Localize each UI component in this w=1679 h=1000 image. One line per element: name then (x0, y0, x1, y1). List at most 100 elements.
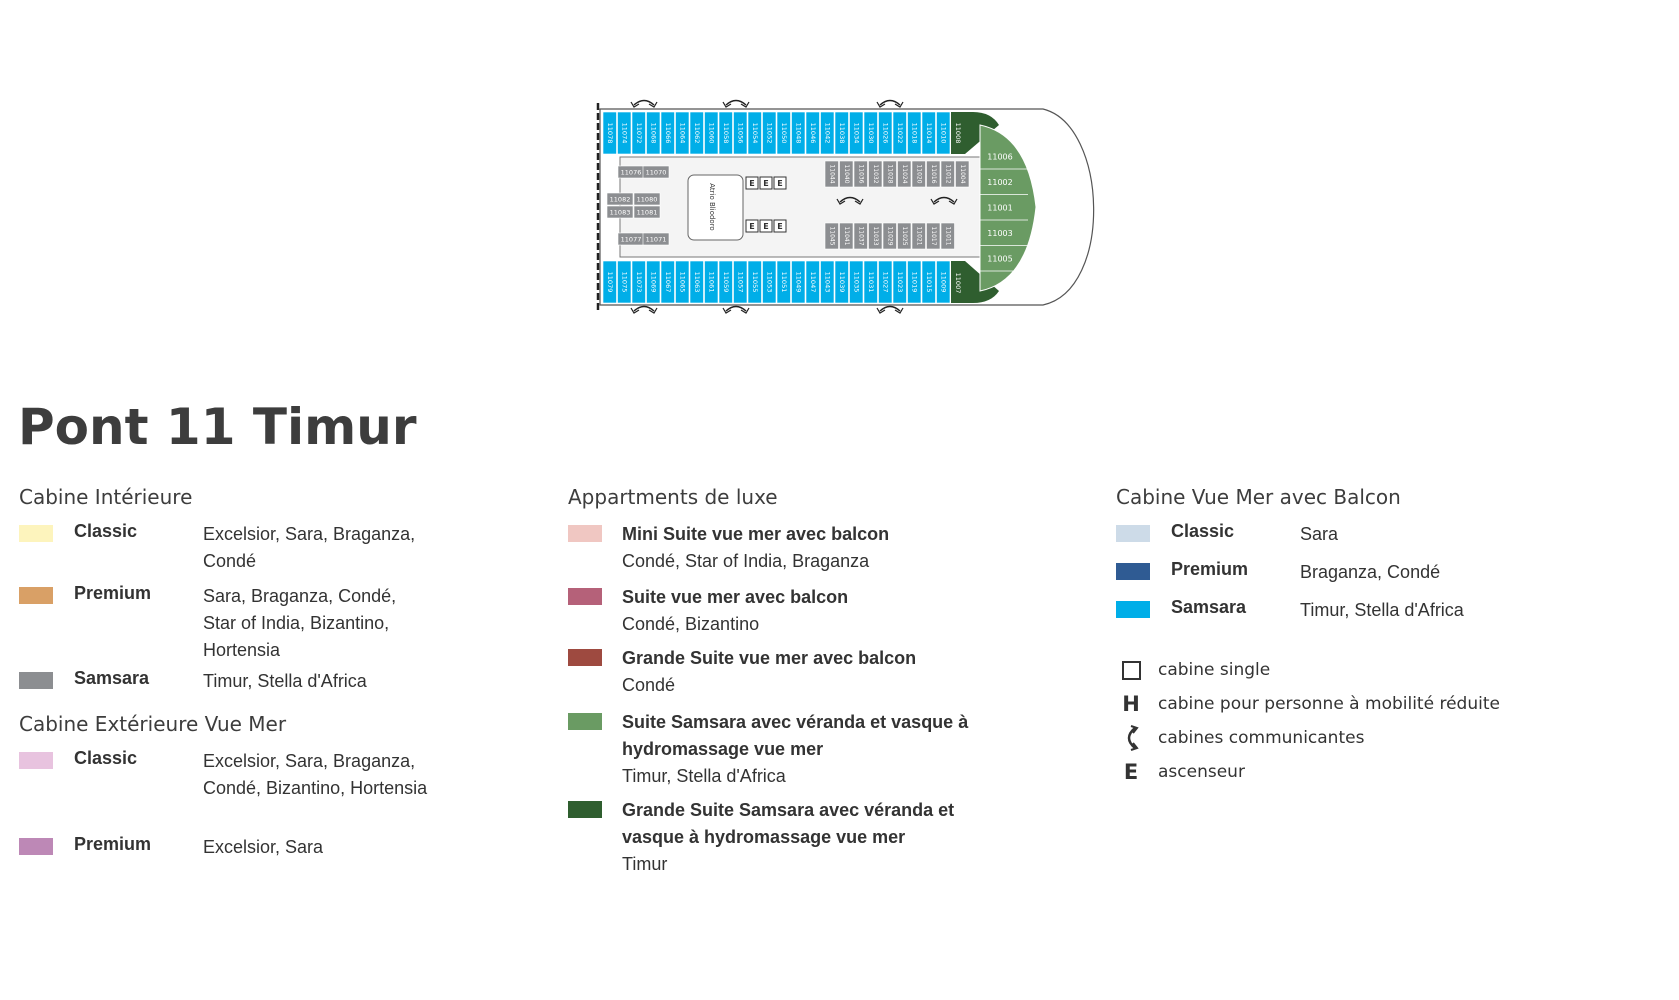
connecting-arrow-icon (839, 196, 861, 203)
cabin (606, 192, 634, 206)
suite-name: Grande Suite Samsara avec véranda et vas… (622, 800, 955, 847)
cabin (839, 160, 854, 188)
ship-list: Braganza, Condé (1300, 562, 1441, 582)
arrow-head (930, 198, 940, 205)
cabin (633, 192, 661, 206)
cabin-number: 11046 (809, 123, 817, 144)
arrow-head (854, 198, 864, 205)
corner-suite (951, 261, 999, 303)
arrow-head (740, 307, 750, 314)
page-title: Pont 11 Timur (18, 398, 417, 456)
cabin-number: 11029 (886, 226, 893, 245)
cabin (675, 111, 690, 155)
cabin (660, 260, 675, 304)
color-swatch (568, 713, 602, 730)
color-swatch (19, 752, 53, 769)
cabin (617, 111, 632, 155)
cabin (762, 111, 777, 155)
color-swatch (568, 801, 602, 818)
cabin (718, 260, 733, 304)
cabin-number: 11001 (987, 204, 1012, 213)
cabin-number: 11063 (693, 272, 701, 293)
cabin-number: 11031 (867, 272, 875, 293)
suite-label: Grande Suite Samsara avec véranda et vas… (622, 797, 1002, 878)
cabin-number: 11062 (693, 123, 701, 144)
exterior-section-title: Cabine Extérieure Vue Mer (19, 712, 287, 736)
ship-list: Timur, Stella d'Africa (622, 766, 786, 786)
cabin-number: 11060 (707, 123, 715, 144)
cabin-number: 11072 (635, 123, 643, 144)
cabin-class-label: Premium (74, 583, 152, 603)
elevator-icon: E (763, 222, 768, 231)
cabin (853, 160, 868, 188)
cabin (805, 111, 820, 155)
connecting-arrow-icon (725, 305, 747, 312)
cabin (824, 222, 839, 250)
elevator-icon: E (749, 222, 754, 231)
cabin-number: 11038 (838, 123, 846, 144)
cabin (892, 260, 907, 304)
cabin (892, 111, 907, 155)
color-swatch (19, 672, 53, 689)
cabin-number: 11017 (930, 226, 937, 245)
cabin-class-label: Classic (74, 748, 138, 768)
cabin-number: 11030 (867, 123, 875, 144)
cabin (602, 260, 617, 304)
cabin-class-label: Samsara (74, 668, 150, 688)
hull-outline (596, 103, 1095, 310)
cabin (868, 160, 883, 188)
cabin-number: 11073 (635, 272, 643, 293)
cabin-class-label: Premium (1171, 559, 1249, 579)
connecting-arrow-icon (633, 305, 655, 312)
cabin (631, 260, 646, 304)
suite-name: Suite Samsara avec véranda et vasque à h… (622, 712, 969, 759)
cabin-number: 11083 (610, 209, 631, 217)
cabin-number: 11021 (915, 226, 922, 245)
cabin (849, 260, 864, 304)
cabin-number: 11057 (736, 272, 744, 293)
cabin (921, 111, 936, 155)
cabin (704, 260, 719, 304)
cabin (897, 222, 912, 250)
cabin (911, 222, 926, 250)
cabin-number: 11025 (901, 226, 908, 245)
cabin (642, 165, 670, 179)
cabin-number: 11053 (765, 272, 773, 293)
cabin (863, 260, 878, 304)
legend-row: Classic Excelsior, Sara, Braganza, Condé,… (19, 748, 519, 834)
cabin (689, 260, 704, 304)
cabin-number: 11078 (606, 123, 614, 144)
symbol-description: cabines communicantes (1158, 728, 1365, 748)
cabin (776, 111, 791, 155)
cabin-number: 11003 (987, 229, 1012, 238)
cabin (642, 232, 670, 246)
cabin-number: 11082 (610, 196, 631, 204)
cabin (633, 205, 661, 219)
arrow-head (876, 307, 886, 314)
cabin-number: 11079 (606, 272, 614, 293)
cabin-number: 11037 (857, 226, 864, 245)
cabin (849, 111, 864, 155)
cabin-number: 11067 (664, 272, 672, 293)
ship-list: Excelsior, Sara, Braganza, Condé, Bizant… (203, 751, 428, 798)
cabin-number: 11034 (852, 123, 860, 144)
arrow-head (894, 307, 904, 314)
cabin-number: 11012 (944, 164, 951, 183)
cabin-number: 11015 (925, 272, 933, 293)
cabin-number: 11024 (901, 164, 908, 183)
cabin-number: 11080 (637, 196, 658, 204)
elevator-box (773, 176, 787, 190)
arrow-head (836, 198, 846, 205)
connecting-arrow-icon (725, 99, 747, 106)
arrow-head (630, 307, 640, 314)
cabin-number: 11068 (649, 123, 657, 144)
arrow-head (740, 101, 750, 108)
